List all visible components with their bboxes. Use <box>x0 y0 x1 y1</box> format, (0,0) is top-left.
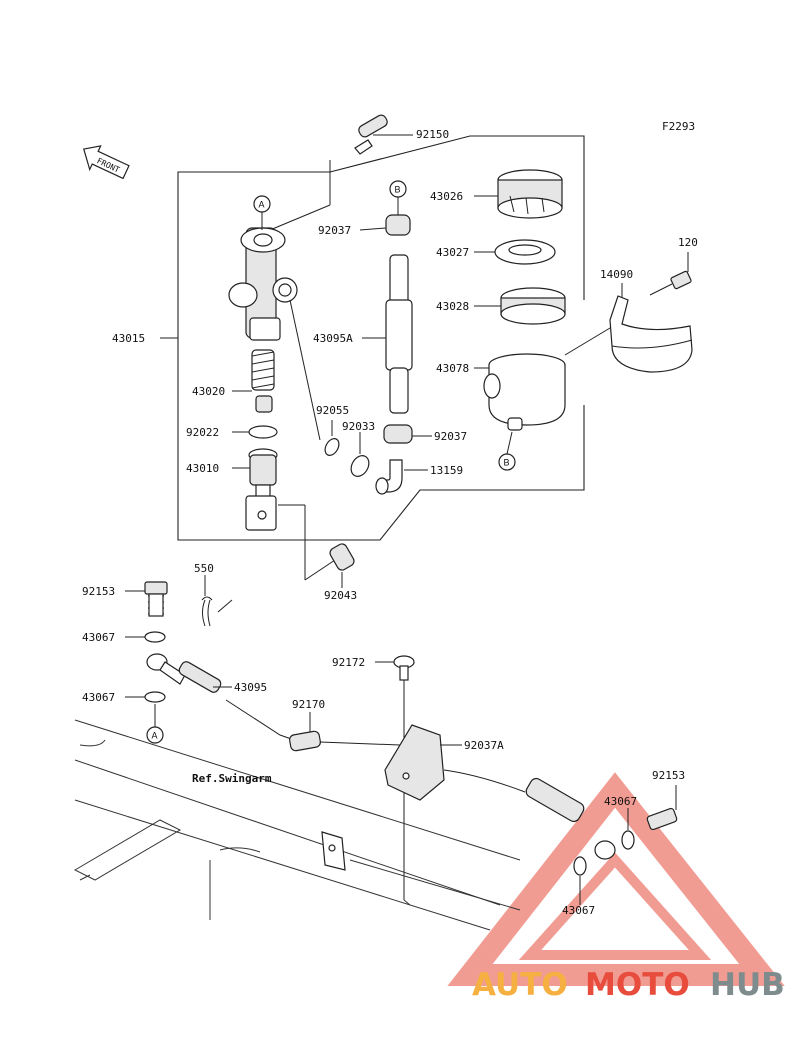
callout-a-top-label: A <box>259 200 265 210</box>
washer-43067-d <box>573 856 587 876</box>
watermark-logo-triangle <box>447 772 785 986</box>
bolt-120 <box>649 270 692 296</box>
label-92037a: 92037A <box>464 739 504 752</box>
label-92170: 92170 <box>292 698 325 711</box>
label-92043: 92043 <box>324 589 357 602</box>
label-43095: 43095 <box>234 681 267 694</box>
label-92172: 92172 <box>332 656 365 669</box>
label-43067-a: 43067 <box>82 631 115 644</box>
callout-a-bottom-label: A <box>152 731 158 741</box>
label-13159: 13159 <box>430 464 463 477</box>
reservoir-43078 <box>483 353 566 431</box>
hose-43095a <box>385 254 413 414</box>
watermark-part3: HUB <box>710 967 785 1003</box>
label-43027: 43027 <box>436 246 469 259</box>
cotter-pin-550 <box>201 596 233 627</box>
elbow-fitting-13159 <box>375 459 403 495</box>
clamp-92037a <box>384 724 445 801</box>
bolt-92153-right <box>646 807 678 831</box>
assembly-frame-43015 <box>177 171 585 541</box>
label-43020: 43020 <box>192 385 225 398</box>
watermark-part1: AUTO <box>472 967 568 1003</box>
bolt-92150 <box>354 114 388 155</box>
screw-92172 <box>393 655 415 681</box>
washer-43067-c <box>621 830 635 850</box>
label-43015: 43015 <box>112 332 145 345</box>
bolt-92153-left <box>144 581 168 617</box>
assembly-frame-top <box>329 135 585 300</box>
lower-brake-hose <box>443 769 526 793</box>
label-43067-d: 43067 <box>562 904 595 917</box>
label-14090: 14090 <box>600 268 633 281</box>
lower-hose-fitting <box>525 777 616 860</box>
swingarm-reference-outline <box>73 719 521 931</box>
label-92150: 92150 <box>416 128 449 141</box>
master-cylinder-body <box>228 227 298 341</box>
ref-swingarm-label: Ref.Swingarm <box>192 772 272 785</box>
diaphragm-plate-43027 <box>494 239 556 265</box>
label-92037-top: 92037 <box>318 224 351 237</box>
callout-b-top-label: B <box>395 185 401 195</box>
clamp-92037-top: B <box>385 180 411 236</box>
callout-b-bottom-label: B <box>504 458 510 468</box>
washer-43067-b <box>144 691 166 703</box>
label-43028: 43028 <box>436 300 469 313</box>
hose-43095 <box>146 653 301 743</box>
label-92153-left: 92153 <box>82 585 115 598</box>
label-120: 120 <box>678 236 698 249</box>
label-92022: 92022 <box>186 426 219 439</box>
o-ring-92055 <box>324 438 340 456</box>
figure-code: F2293 <box>662 120 695 133</box>
reservoir-cap-43026 <box>497 169 563 219</box>
clamp-92037-mid <box>383 424 413 444</box>
diaphragm-43028 <box>500 287 566 325</box>
label-92037-mid: 92037 <box>434 430 467 443</box>
fitting-92170 <box>289 730 401 752</box>
spring-43020 <box>251 349 275 413</box>
label-92033: 92033 <box>342 420 375 433</box>
label-43067-b: 43067 <box>82 691 115 704</box>
reservoir-bracket-14090 <box>609 295 693 373</box>
front-arrow-icon: FRONT <box>83 145 130 180</box>
label-92055: 92055 <box>316 404 349 417</box>
watermark-text: AUTO MOTO HUB <box>472 967 785 1003</box>
label-43026: 43026 <box>430 190 463 203</box>
label-43010: 43010 <box>186 462 219 475</box>
label-43095a: 43095A <box>313 332 353 345</box>
label-550: 550 <box>194 562 214 575</box>
watermark-part2: MOTO <box>585 967 690 1003</box>
washer-43067-a <box>144 631 166 643</box>
seal-92022 <box>248 425 278 439</box>
label-92153-right: 92153 <box>652 769 685 782</box>
label-43078: 43078 <box>436 362 469 375</box>
pin-92043 <box>329 543 355 571</box>
push-rod-43010 <box>245 448 278 531</box>
label-43067-c: 43067 <box>604 795 637 808</box>
washer-92033 <box>350 455 370 477</box>
